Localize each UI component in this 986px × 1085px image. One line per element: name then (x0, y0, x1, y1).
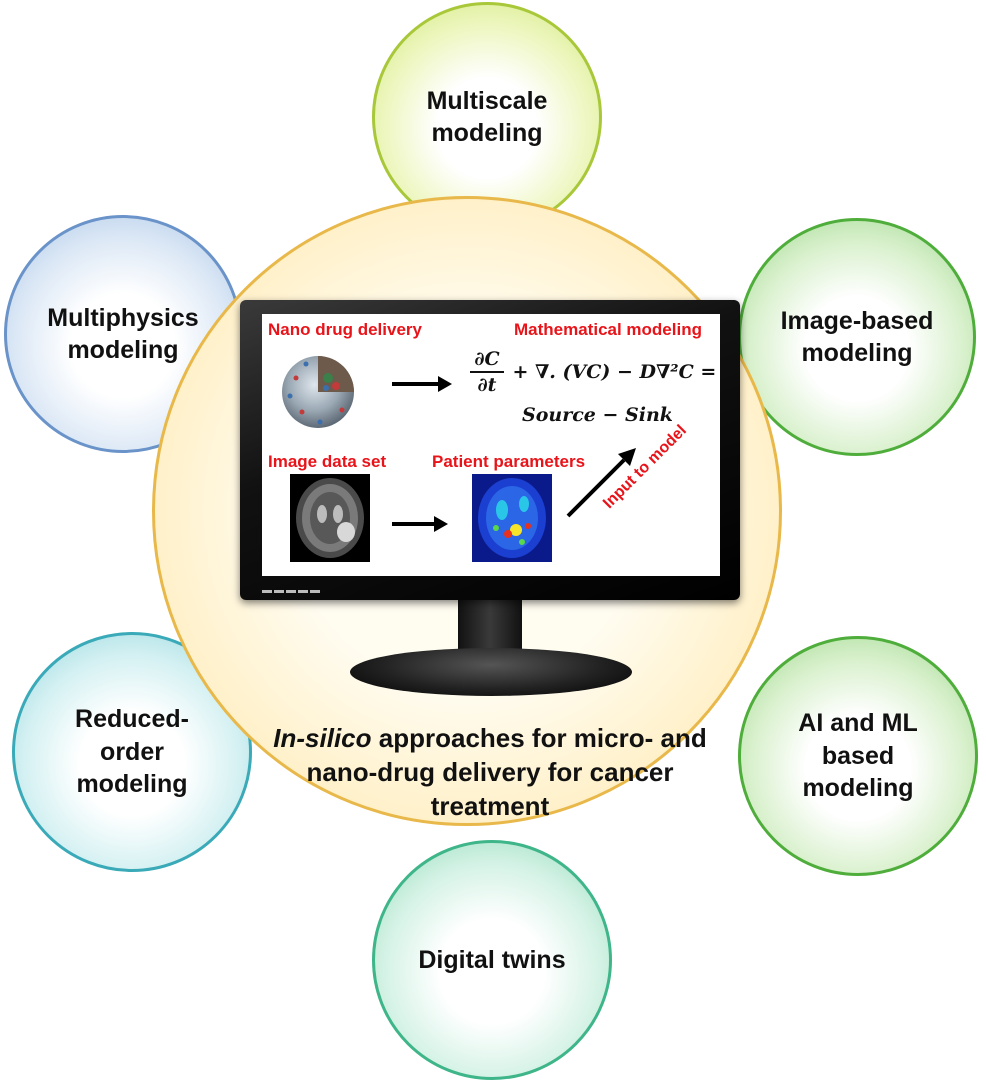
equation-rhs: + ∇. (VC) − D∇²C = (512, 361, 717, 383)
monitor-base (350, 648, 632, 696)
monitor-indicator-lights: ▬▬▬▬▬ (262, 585, 322, 596)
monitor: Nano drug delivery Mathematical modeling (240, 300, 740, 600)
patient-parameters-label: Patient parameters (432, 452, 586, 471)
bubble-multiscale-modeling: Multiscale modeling (372, 2, 602, 232)
nano-drug-delivery-label: Nano drug delivery (268, 320, 422, 339)
equation-numerator: ∂C (474, 348, 500, 370)
bubble-label: Reduced- order modeling (75, 705, 189, 799)
nanoparticle-icon (282, 356, 354, 428)
bubble-label: Multiphysics modeling (47, 303, 199, 365)
arrow-right-icon (392, 376, 452, 392)
bubble-label: Multiscale modeling (426, 86, 548, 148)
mri-image (290, 474, 370, 562)
bubble-label: Image-based modeling (780, 306, 934, 368)
patient-parameter-map (472, 474, 552, 562)
bubble-digital-twins: Digital twins (372, 840, 612, 1080)
mathematical-modeling-label: Mathematical modeling (514, 320, 702, 339)
caption-text: approaches for micro- and nano-drug deli… (306, 723, 707, 821)
equation-denominator: ∂t (477, 374, 497, 396)
bubble-label: AI and ML based modeling (798, 709, 918, 803)
bubble-ai-ml-modeling: AI and ML based modeling (738, 636, 978, 876)
caption-italic: In-silico (273, 723, 372, 753)
center-caption: In-silico approaches for micro- and nano… (255, 722, 725, 823)
arrow-right-icon (392, 516, 448, 532)
equation: ∂C ∂t + ∇. (VC) − D∇²C = (470, 348, 716, 396)
bubble-image-based-modeling: Image-based modeling (738, 218, 976, 456)
bubble-label: Digital twins (418, 945, 566, 974)
equation-source-sink: Source − Sink (522, 404, 673, 426)
arrow-up-right-icon (566, 448, 636, 518)
monitor-screen: Nano drug delivery Mathematical modeling (262, 314, 720, 576)
image-data-set-label: Image data set (268, 452, 387, 471)
